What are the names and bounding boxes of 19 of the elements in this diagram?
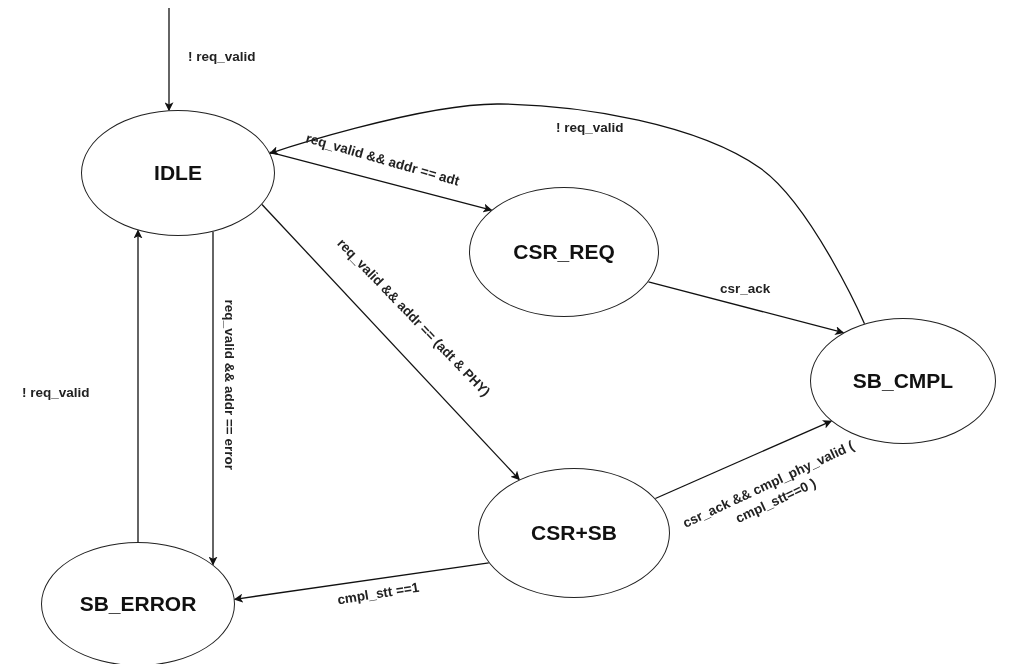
state-name: IDLE	[154, 161, 202, 185]
arrow	[647, 281, 845, 335]
arrow	[654, 420, 833, 500]
edge-label: cmpl_stt ==1	[335, 578, 420, 609]
edge-label: ! req_valid	[22, 384, 90, 402]
state-name: SB_CMPL	[852, 369, 954, 393]
edge-label: req_valid && addr == error	[220, 299, 238, 470]
arrow	[233, 562, 490, 603]
edge-label: ! req_valid	[188, 48, 256, 66]
state-name: CSR_REQ	[513, 240, 615, 264]
edge-label: ! req_valid	[556, 119, 624, 137]
state-name: SB_ERROR	[79, 592, 197, 616]
edge-label: csr_ack	[720, 280, 771, 298]
arrow	[269, 103, 866, 325]
arrow	[133, 229, 143, 543]
arrow	[261, 203, 520, 481]
arrow	[164, 7, 174, 112]
arrow	[208, 231, 218, 566]
state-name: CSR+SB	[531, 521, 617, 545]
